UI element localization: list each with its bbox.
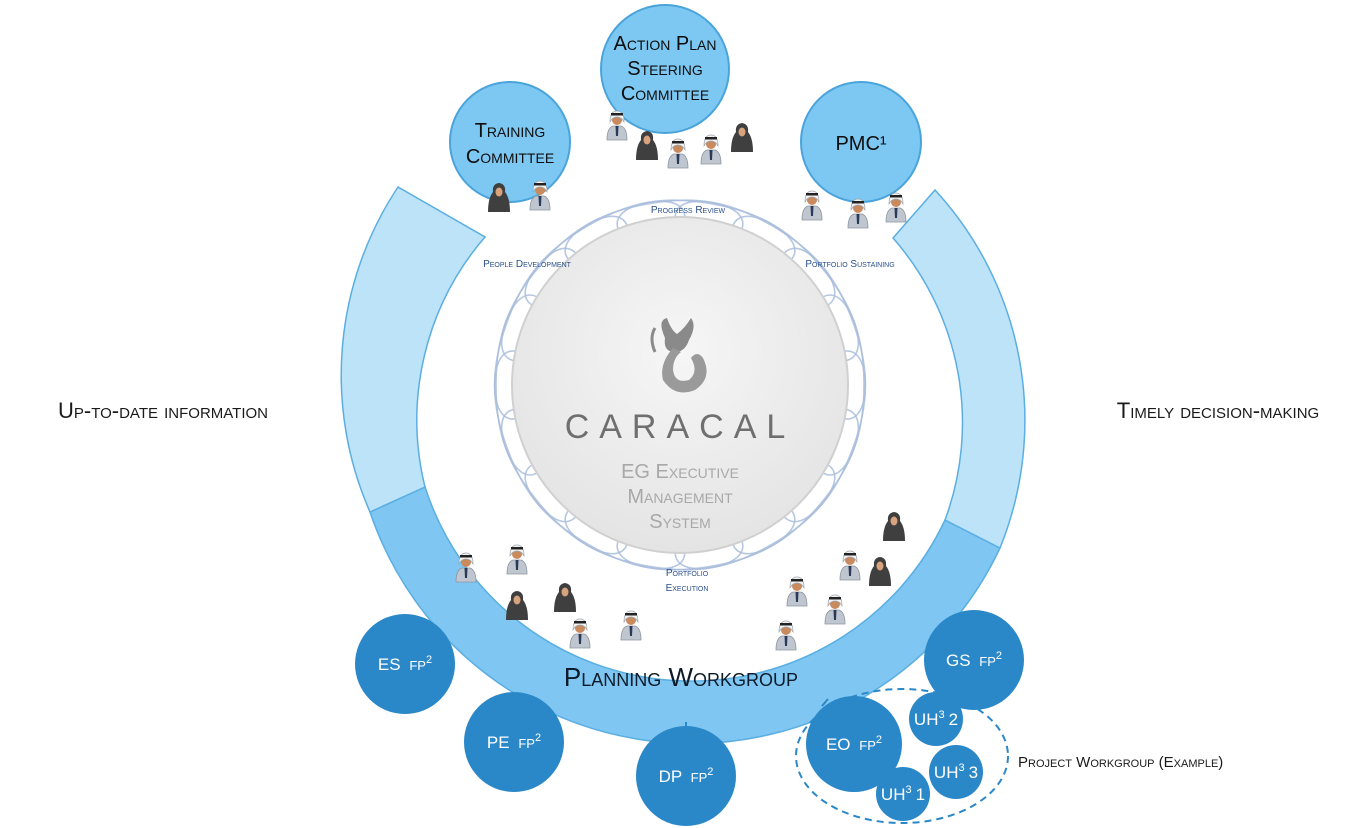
uh-node-2-prefix: UH: [914, 710, 939, 729]
left-side-label: Up-to-date information: [58, 398, 268, 423]
man-person-icon: [667, 138, 689, 169]
uh-node-2-sup: 3: [938, 709, 944, 721]
fp-node-gs-sup: 2: [996, 650, 1002, 662]
uh-node-1-sup: 3: [905, 784, 911, 796]
woman-person-icon: [869, 557, 891, 586]
man-person-icon: [606, 110, 628, 141]
uh-node-1-num: 1: [916, 785, 925, 804]
people-icons: [455, 110, 907, 651]
man-person-icon: [786, 576, 808, 607]
center-subtitle-line-2: Management: [627, 486, 733, 508]
fp-node-pe: PE FP2: [464, 692, 564, 792]
ring-label-portfolio-execution-1: Portfolio: [666, 568, 709, 579]
fp-node-eo-sup: 2: [876, 734, 882, 746]
pmc-label: PMC¹: [835, 133, 886, 155]
brand-name: CARACAL: [565, 408, 796, 446]
center-subtitle-line-1: EG Executive: [621, 461, 739, 483]
man-person-icon: [801, 190, 823, 221]
fp-node-es-sup: 2: [426, 654, 432, 666]
fp-node-eo-name: EO: [826, 735, 851, 754]
outer-ring-right-band: [892, 188, 1026, 550]
man-person-icon: [824, 594, 846, 625]
fp-node-pe-suffix: FP: [518, 736, 535, 751]
planning-workgroup-label: Planning Workgroup: [564, 662, 798, 692]
man-person-icon: [455, 552, 477, 583]
woman-person-icon: [731, 123, 753, 152]
man-person-icon: [620, 610, 642, 641]
man-person-icon: [839, 550, 861, 581]
woman-person-icon: [636, 131, 658, 160]
uh-node-1-prefix: UH: [881, 785, 906, 804]
fp-node-es-suffix: FP: [409, 658, 426, 673]
woman-person-icon: [506, 591, 528, 620]
uh-node-3-sup: 3: [958, 762, 964, 774]
fp-node-eo: EO FP2: [806, 696, 902, 792]
man-person-icon: [506, 544, 528, 575]
woman-person-icon: [554, 583, 576, 612]
ring-label-portfolio-sustaining: Portfolio Sustaining: [805, 259, 894, 270]
training-committee-bubble: [449, 81, 571, 203]
outer-ring-left-band: [340, 185, 487, 513]
man-person-icon: [775, 620, 797, 651]
fp-node-pe-sup: 2: [535, 732, 541, 744]
ring-label-portfolio-execution-2: Execution: [666, 583, 709, 594]
fp-node-dp: DP FP2: [636, 726, 736, 826]
uh-node-2-num: 2: [949, 710, 958, 729]
fp-node-gs: GS FP2: [924, 610, 1024, 710]
ring-label-people-development: People Development: [483, 259, 572, 270]
svg-text:ES FP2: ES FP2: [378, 654, 432, 674]
fp-node-eo-suffix: FP: [859, 738, 876, 753]
project-workgroup-outline: [795, 688, 1009, 824]
fp-node-gs-suffix: FP: [979, 654, 996, 669]
svg-text:GS FP2: GS FP2: [946, 650, 1002, 670]
woman-person-icon: [883, 512, 905, 541]
action-plan-steering-committee-bubble: [600, 4, 730, 134]
man-person-icon: [529, 180, 551, 211]
fp-node-dp-sup: 2: [707, 766, 713, 778]
svg-text:EO FP2: EO FP2: [826, 734, 882, 754]
fp-node-es-name: ES: [378, 655, 401, 674]
caracal-logo-icon: [650, 318, 707, 393]
project-workgroup-label: Project Workgroup (Example): [1018, 754, 1223, 771]
training-committee-line-2: Committee: [466, 146, 554, 168]
svg-text:PE FP2: PE FP2: [487, 732, 541, 752]
ring-label-progress-review: Progress Review: [651, 205, 726, 216]
training-committee-line-1: Training: [475, 120, 546, 142]
fp-node-es: ES FP2: [355, 614, 455, 714]
center-subtitle-line-3: System: [649, 511, 711, 533]
fp-node-pe-name: PE: [487, 733, 510, 752]
action-plan-line-3: Committee: [621, 83, 709, 105]
fp-node-dp-suffix: FP: [691, 770, 708, 785]
woman-person-icon: [488, 183, 510, 212]
man-person-icon: [885, 192, 907, 223]
right-side-label: Timely decision-making: [1117, 398, 1319, 423]
fp-node-gs-name: GS: [946, 651, 971, 670]
man-person-icon: [569, 618, 591, 649]
man-person-icon: [847, 198, 869, 229]
man-person-icon: [700, 134, 722, 165]
uh-node-3-prefix: UH: [934, 763, 959, 782]
action-plan-line-2: Steering: [627, 58, 703, 80]
fp-node-dp-name: DP: [659, 767, 682, 786]
svg-text:DP FP2: DP FP2: [659, 766, 714, 786]
uh-node-3-num: 3: [969, 763, 978, 782]
action-plan-line-1: Action Plan: [613, 33, 716, 55]
